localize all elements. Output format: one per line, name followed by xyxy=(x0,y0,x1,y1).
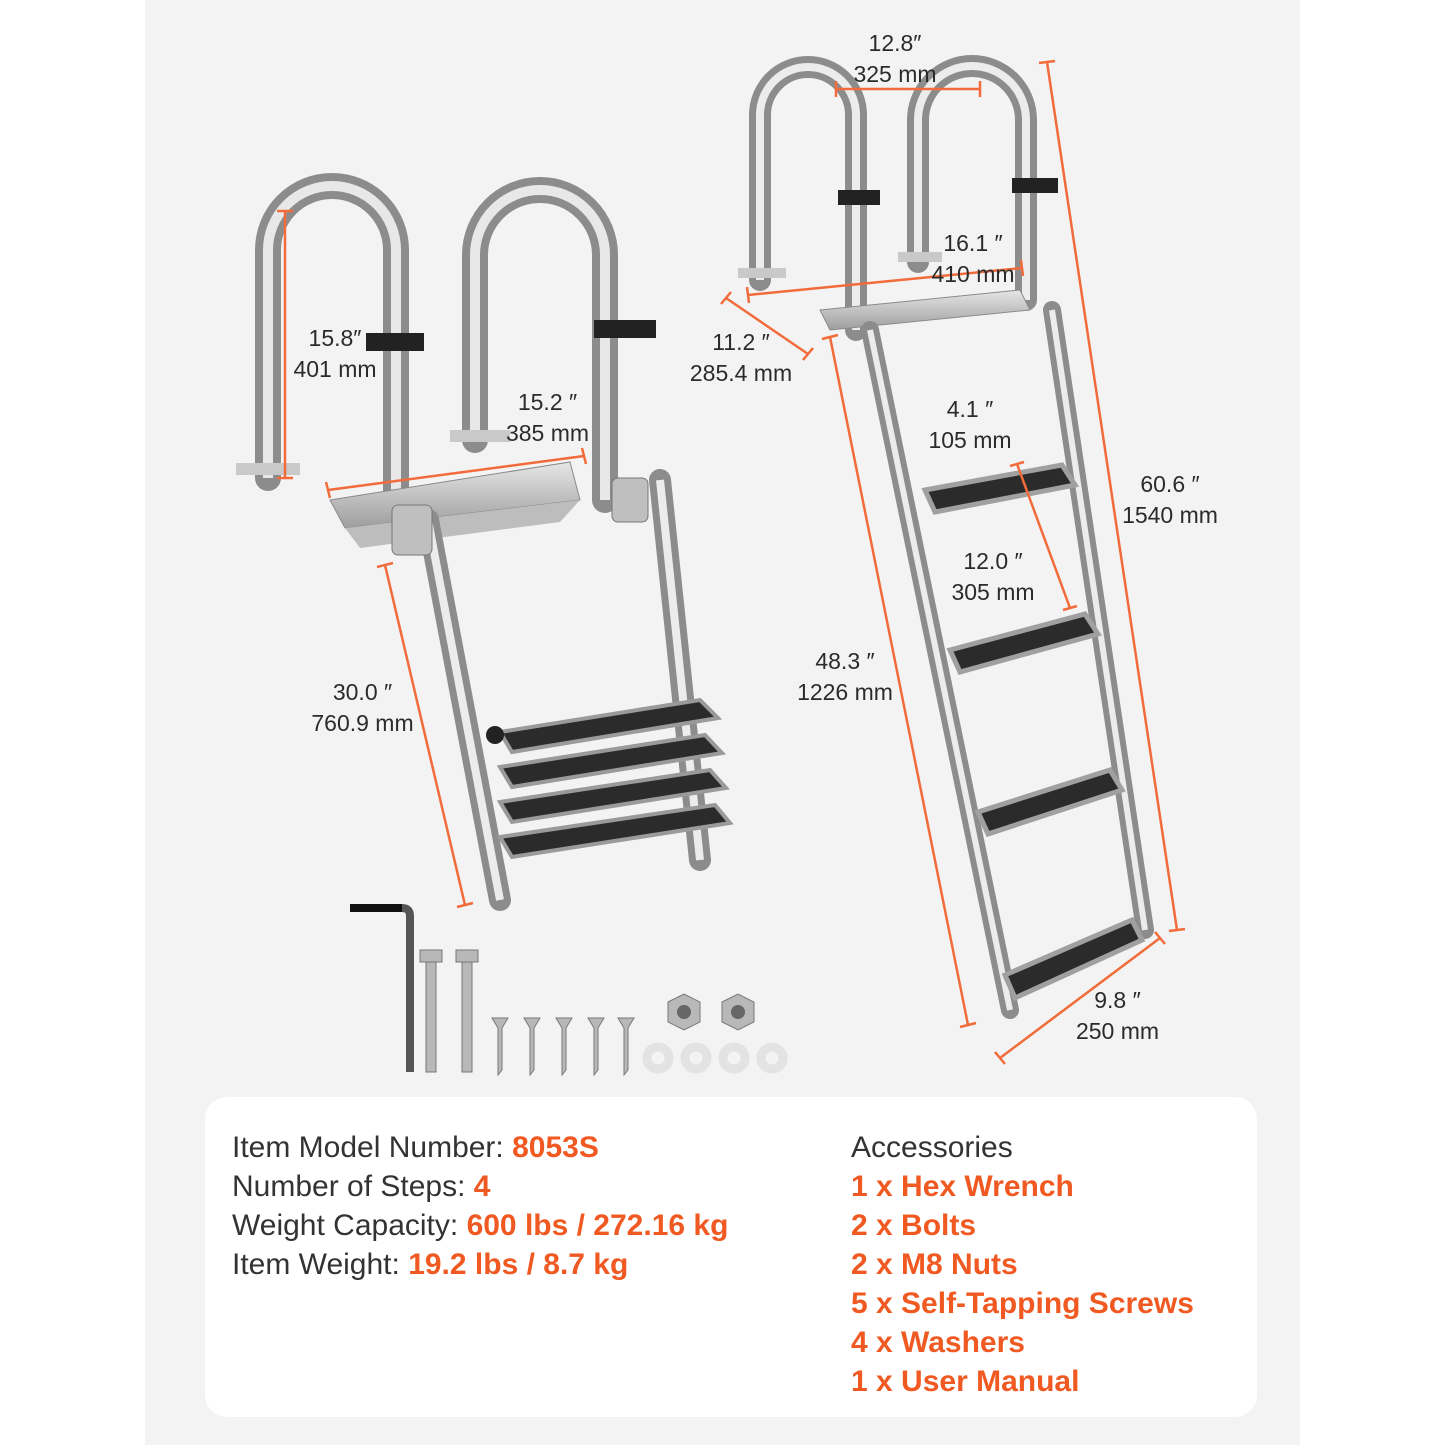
spec-model: Item Model Number: 8053S xyxy=(232,1130,599,1166)
spec-capacity-value: 600 lbs / 272.16 kg xyxy=(466,1209,729,1242)
accessory-item: 5 x Self-Tapping Screws xyxy=(851,1287,1194,1320)
spec-steps-label: Number of Steps: xyxy=(232,1170,474,1203)
dim-step-depth: 4.1 ″105 mm xyxy=(928,396,1012,453)
folded-ladder-image xyxy=(236,173,734,911)
spec-weight: Item Weight: 19.2 lbs / 8.7 kg xyxy=(232,1247,628,1283)
accessories-heading: Accessories xyxy=(851,1131,1013,1164)
dim-handle-height: 15.8″401 mm xyxy=(293,325,377,382)
spec-steps-value: 4 xyxy=(473,1170,491,1203)
spec-capacity-label: Weight Capacity: xyxy=(232,1209,467,1242)
spec-model-label: Item Model Number: xyxy=(232,1131,513,1164)
accessory-item: 4 x Washers xyxy=(851,1326,1025,1359)
accessory-item: 2 x Bolts xyxy=(851,1209,977,1242)
dim-handle-spacing: 12.8″325 mm xyxy=(853,30,937,87)
accessory-item: 2 x M8 Nuts xyxy=(851,1248,1018,1281)
dimension-lines xyxy=(277,59,1186,1065)
dim-folded-length: 30.0 ″760.9 mm xyxy=(311,679,414,736)
accessory-item: 1 x User Manual xyxy=(851,1365,1080,1398)
dim-mount-width-left: 15.2 ″385 mm xyxy=(505,389,590,446)
dim-step-width: 9.8 ″250 mm xyxy=(1075,987,1160,1044)
dim-total-length: 60.6 ″1540 mm xyxy=(1122,471,1218,528)
spec-capacity: Weight Capacity: 600 lbs / 272.16 kg xyxy=(232,1208,728,1244)
spec-steps: Number of Steps: 4 xyxy=(232,1169,490,1205)
dim-step-spacing: 12.0 ″305 mm xyxy=(951,548,1035,605)
spec-weight-value: 19.2 lbs / 8.7 kg xyxy=(408,1248,629,1281)
spec-model-value: 8053S xyxy=(512,1131,599,1164)
accessory-item: 1 x Hex Wrench xyxy=(851,1170,1074,1203)
spec-weight-label: Item Weight: xyxy=(232,1248,409,1281)
accessories-image xyxy=(350,904,788,1077)
dim-mount-width-right: 16.1 ″410 mm xyxy=(931,230,1015,287)
specs-panel: Item Model Number: 8053S Number of Steps… xyxy=(205,1097,1257,1417)
extended-ladder-image xyxy=(738,55,1154,1019)
dim-extended-length: 48.3 ″1226 mm xyxy=(797,648,893,705)
dim-mount-depth: 11.2 ″285.4 mm xyxy=(689,329,793,386)
